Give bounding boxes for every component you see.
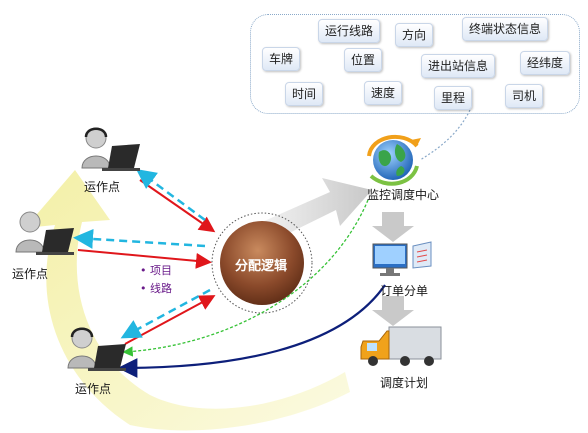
dispatch-plan-label: 调度计划: [380, 376, 429, 390]
cloud-connector: [419, 109, 471, 161]
info-tag: 终端状态信息: [462, 17, 549, 41]
cyan-arrow-top: [135, 169, 206, 222]
center-label: 分配逻辑: [234, 259, 287, 274]
operator-label-mid: 运作点: [12, 267, 49, 281]
operator-label-bottom: 运作点: [75, 382, 112, 396]
operator-figure-bottom: [67, 327, 126, 371]
red-arrow-top: [139, 179, 216, 233]
assignment-criteria-list: 项目 线路: [140, 262, 172, 298]
info-tag: 进出站信息: [421, 54, 496, 78]
truck-icon: [360, 326, 442, 366]
info-tag: 里程: [434, 86, 473, 110]
info-tag: 速度: [364, 81, 403, 105]
gray-down-arrow-1: [372, 212, 414, 242]
cyan-arrow-mid: [73, 228, 206, 249]
info-tag: 车牌: [262, 47, 301, 71]
computer-icon: [372, 241, 432, 276]
center-circle: [220, 221, 304, 305]
operator-label-top: 运作点: [84, 180, 121, 194]
info-tag: 方向: [395, 23, 434, 47]
cyan-arrow-bottom: [120, 288, 211, 339]
operator-figure-top: [81, 127, 140, 171]
operator-figure-mid: [15, 211, 74, 255]
gray-down-arrow-2: [372, 296, 414, 326]
info-tag: 位置: [344, 48, 383, 72]
red-arrow-bottom: [124, 295, 216, 345]
monitor-center-label: 监控调度中心: [367, 188, 440, 202]
criteria-item: 项目: [140, 262, 172, 280]
globe-icon: [367, 135, 421, 186]
criteria-item: 线路: [140, 280, 172, 298]
navy-arrow: [117, 284, 386, 378]
info-tag: 经纬度: [520, 51, 571, 75]
gray-arrow-to-monitor: [262, 178, 372, 240]
green-dashed-arrow: [122, 199, 369, 357]
info-tag: 运行线路: [318, 19, 381, 43]
red-arrow-mid: [77, 249, 212, 269]
info-tag: 时间: [285, 82, 324, 106]
order-split-label: 订单分单: [380, 284, 429, 298]
info-cloud: [250, 14, 580, 114]
info-tag: 司机: [505, 84, 544, 108]
